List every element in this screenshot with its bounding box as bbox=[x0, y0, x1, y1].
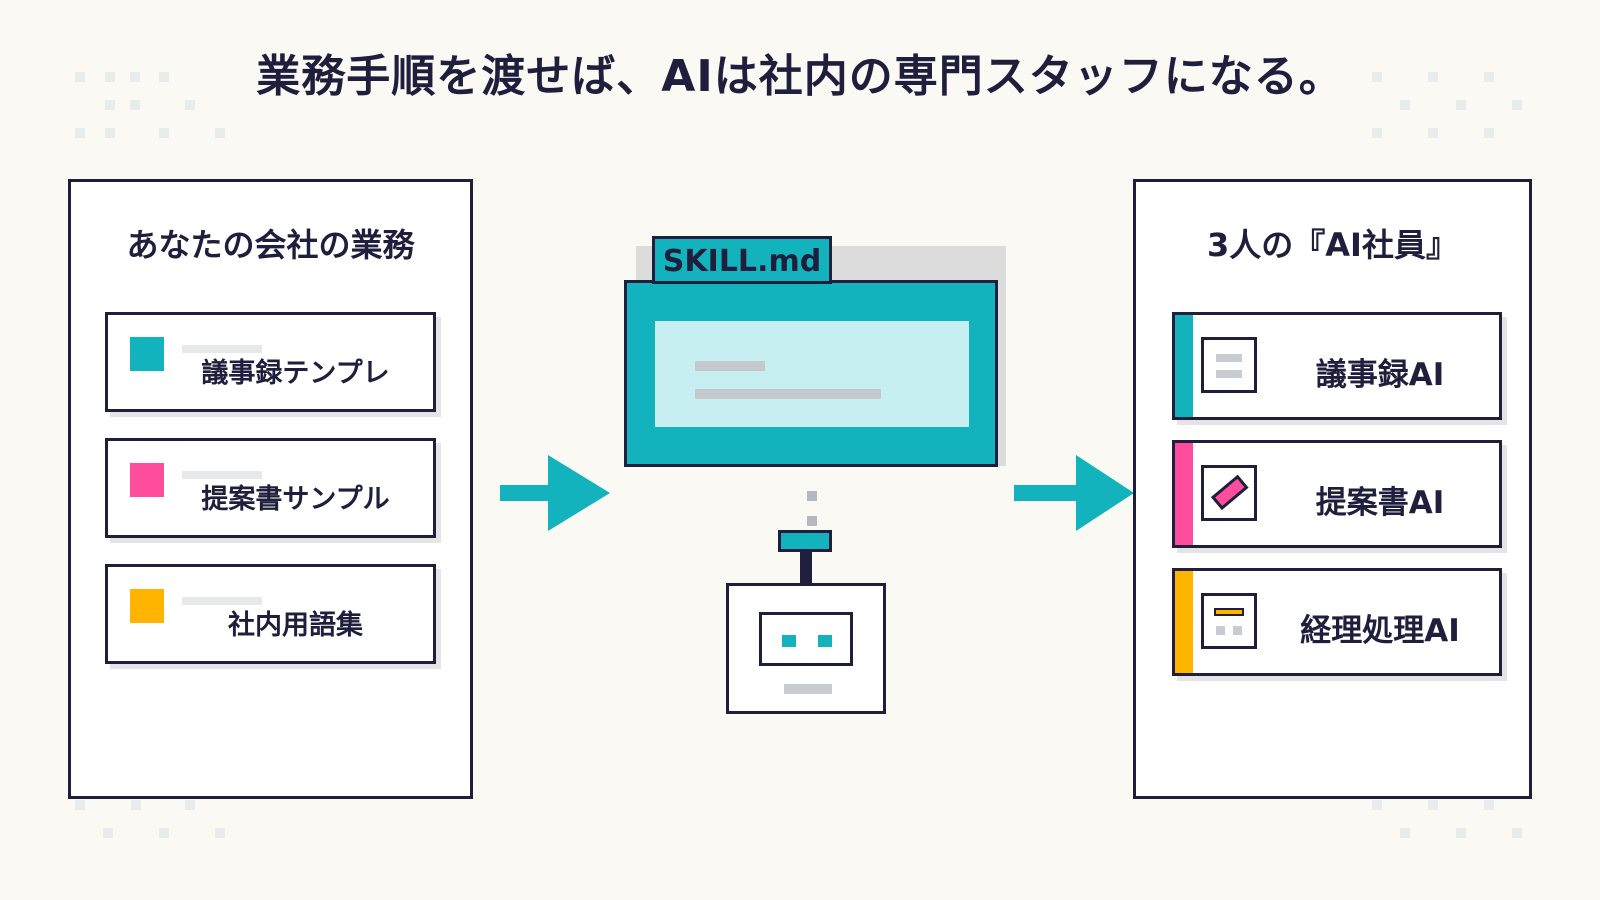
yellow-accent-bar bbox=[1175, 571, 1193, 673]
ai-item-label: 提案書AI bbox=[1315, 485, 1445, 521]
teal-accent-bar bbox=[1175, 315, 1193, 417]
ledger-icon bbox=[1201, 593, 1257, 649]
robot-face bbox=[759, 612, 853, 666]
source-item-glossary: 社内用語集 bbox=[105, 564, 436, 664]
placeholder-line bbox=[695, 389, 881, 399]
source-item-minutes-template: 議事録テンプレ bbox=[105, 312, 436, 412]
ai-staff-panel: 3人の『AI社員』 議事録AI 提案書AI 経理処理AI bbox=[1133, 179, 1532, 799]
source-item-label: 議事録テンプレ bbox=[201, 358, 390, 389]
connector-dot bbox=[807, 516, 817, 526]
page-title: 業務手順を渡せば、AIは社内の専門スタッフになる。 bbox=[256, 51, 1344, 102]
pink-swatch-icon bbox=[130, 463, 164, 497]
placeholder-line bbox=[182, 471, 262, 479]
source-item-label: 提案書サンプル bbox=[201, 484, 390, 515]
ai-item-proposal: 提案書AI bbox=[1172, 440, 1502, 548]
yellow-swatch-icon bbox=[130, 589, 164, 623]
placeholder-line bbox=[695, 361, 765, 371]
robot-eye-icon bbox=[818, 635, 832, 647]
ai-item-minutes: 議事録AI bbox=[1172, 312, 1502, 420]
source-panel-heading: あなたの会社の業務 bbox=[126, 226, 415, 264]
right-arrow-icon bbox=[1014, 455, 1134, 531]
source-item-proposal-sample: 提案書サンプル bbox=[105, 438, 436, 538]
ai-staff-panel-heading: 3人の『AI社員』 bbox=[1207, 226, 1458, 264]
teal-swatch-icon bbox=[130, 337, 164, 371]
robot-eye-icon bbox=[782, 635, 796, 647]
placeholder-line bbox=[182, 345, 262, 353]
robot-neck bbox=[800, 552, 812, 586]
source-panel: あなたの会社の業務 議事録テンプレ 提案書サンプル 社内用語集 bbox=[68, 179, 473, 799]
robot-mouth-icon bbox=[784, 684, 832, 694]
pencil-icon bbox=[1201, 465, 1257, 521]
right-arrow-icon bbox=[500, 455, 610, 531]
connector-dot bbox=[807, 491, 817, 501]
robot-antenna-icon bbox=[778, 530, 832, 552]
folder-document bbox=[655, 321, 969, 427]
robot-icon bbox=[726, 583, 886, 714]
ai-item-label: 経理処理AI bbox=[1300, 613, 1460, 649]
placeholder-line bbox=[182, 597, 262, 605]
skill-folder bbox=[624, 280, 998, 467]
pink-accent-bar bbox=[1175, 443, 1193, 545]
skill-file-tab: SKILL.md bbox=[652, 236, 832, 284]
source-item-label: 社内用語集 bbox=[228, 610, 363, 641]
ai-item-label: 議事録AI bbox=[1315, 357, 1445, 393]
ai-item-accounting: 経理処理AI bbox=[1172, 568, 1502, 676]
document-icon bbox=[1201, 337, 1257, 393]
